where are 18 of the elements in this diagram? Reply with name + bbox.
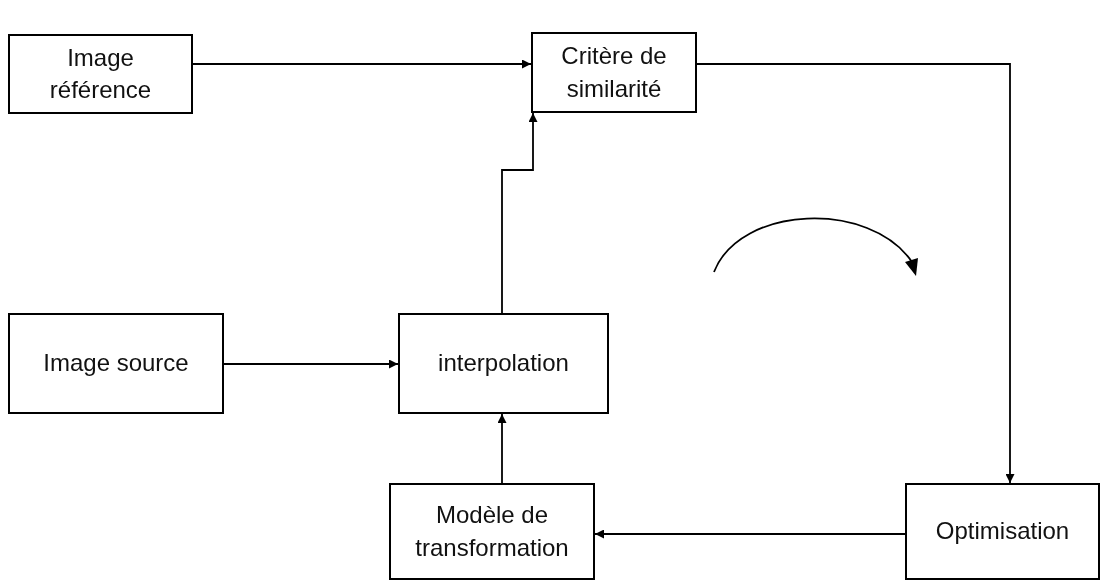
box-label: Critère de similarité: [560, 41, 668, 104]
arrow: [192, 59, 532, 69]
box-label: Modèle de transformation: [414, 500, 570, 563]
box-label: Image référence: [48, 42, 153, 105]
box-label: Image source: [43, 348, 189, 379]
process-box: [531, 32, 697, 113]
arrow: [696, 63, 1015, 484]
process-box: [905, 483, 1100, 580]
box-label: interpolation: [438, 348, 569, 379]
arrow: [497, 413, 507, 484]
arrow: [223, 359, 399, 369]
process-box: [398, 313, 609, 414]
process-box: [389, 483, 595, 580]
box-label: Optimisation: [935, 516, 1070, 547]
process-box: [8, 34, 193, 114]
arrow: [594, 529, 906, 539]
arrow: [501, 112, 538, 314]
process-box: [8, 313, 224, 414]
